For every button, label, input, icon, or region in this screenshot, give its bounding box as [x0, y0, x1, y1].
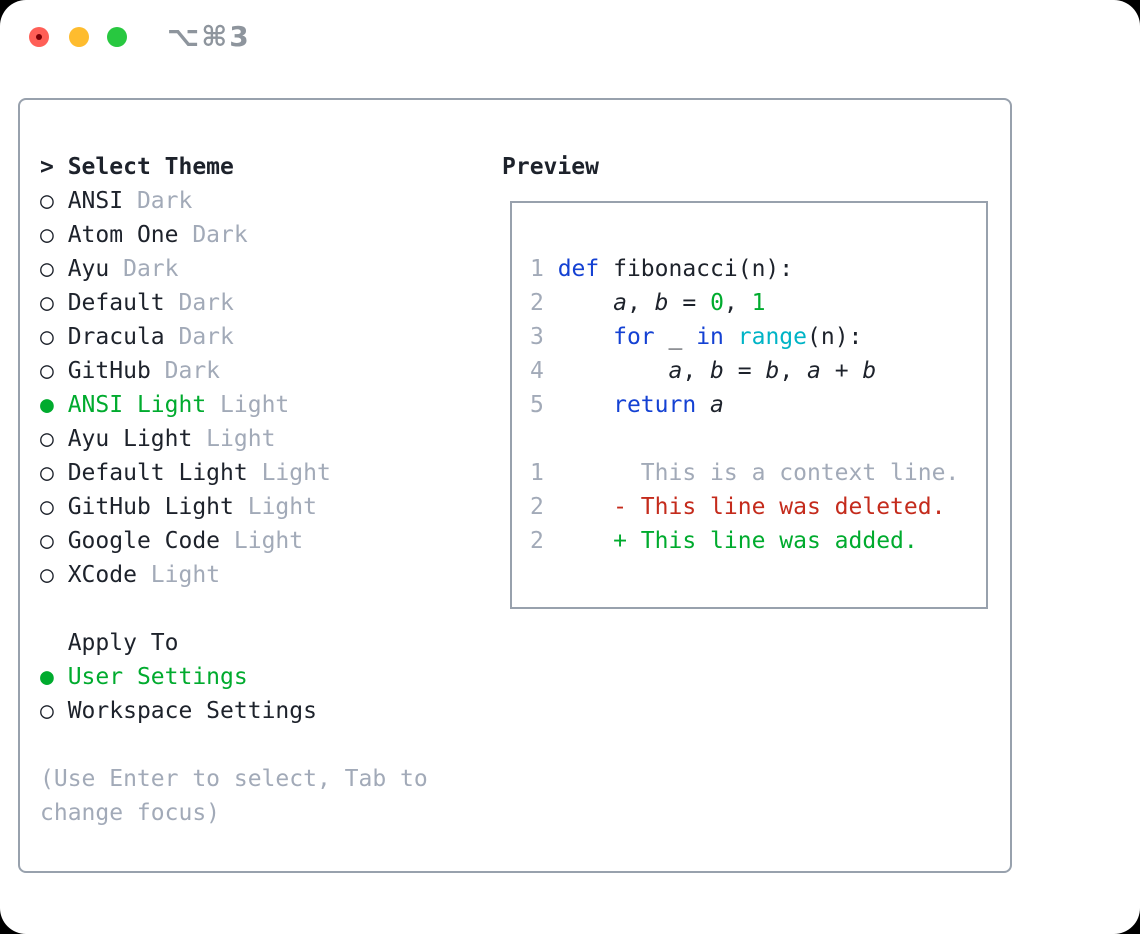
- theme-name: GitHub Light: [67, 494, 234, 520]
- preview-heading: Preview: [502, 154, 599, 180]
- zoom-icon[interactable]: [107, 27, 127, 47]
- theme-name: Google Code: [67, 528, 221, 554]
- theme-variant: Dark: [164, 290, 234, 316]
- apply-option[interactable]: ○ Workspace Settings: [40, 694, 428, 728]
- radio-icon: ○: [40, 222, 68, 248]
- focus-caret-icon: >: [40, 154, 68, 180]
- theme-variant: Light: [206, 392, 290, 418]
- apply-to-title: Apply To: [40, 630, 179, 656]
- theme-variant: Light: [220, 528, 304, 554]
- spacer-row: [40, 728, 428, 762]
- code-line: 4 a, b = b, a + b: [530, 358, 877, 384]
- theme-name: Default Light: [67, 460, 248, 486]
- theme-list-title: Select Theme: [67, 154, 234, 180]
- theme-option[interactable]: ○ GitHub Dark: [40, 354, 428, 388]
- line-number: 5: [530, 392, 558, 418]
- code-line: 2 a, b = 0, 1: [530, 290, 766, 316]
- radio-icon: ○: [40, 256, 68, 282]
- line-number: [530, 426, 558, 452]
- code-line: 1 This is a context line.: [530, 460, 960, 486]
- radio-icon: ●: [40, 664, 68, 690]
- radio-icon: ○: [40, 358, 68, 384]
- apply-to-header: Apply To: [40, 626, 428, 660]
- theme-option[interactable]: ○ Dracula Dark: [40, 320, 428, 354]
- radio-icon: ○: [40, 188, 68, 214]
- code-line: 1 def fibonacci(n):: [530, 256, 794, 282]
- line-number: 3: [530, 324, 558, 350]
- hint-text: (Use Enter to select, Tab to: [40, 766, 428, 792]
- theme-option[interactable]: ● ANSI Light Light: [40, 388, 428, 422]
- theme-option[interactable]: ○ Default Dark: [40, 286, 428, 320]
- radio-icon: ○: [40, 324, 68, 350]
- theme-variant: Dark: [178, 222, 248, 248]
- theme-list-header: > Select Theme: [40, 150, 428, 184]
- theme-name: Default: [67, 290, 165, 316]
- apply-option[interactable]: ● User Settings: [40, 660, 428, 694]
- radio-icon: ●: [40, 392, 68, 418]
- theme-name: Dracula: [67, 324, 165, 350]
- code-line: 5 return a: [530, 392, 724, 418]
- theme-selector-panel: > Select Theme○ ANSI Dark○ Atom One Dark…: [18, 98, 1012, 873]
- theme-option[interactable]: ○ ANSI Dark: [40, 184, 428, 218]
- line-number: 4: [530, 358, 558, 384]
- radio-icon: ○: [40, 494, 68, 520]
- theme-name: ANSI Light: [67, 392, 207, 418]
- theme-variant: Dark: [150, 358, 221, 384]
- minimize-icon[interactable]: [69, 27, 89, 47]
- theme-variant: Light: [136, 562, 221, 588]
- theme-option[interactable]: ○ Ayu Light Light: [40, 422, 428, 456]
- theme-name: ANSI: [67, 188, 124, 214]
- radio-icon: ○: [40, 290, 68, 316]
- theme-variant: Light: [247, 460, 331, 486]
- theme-option[interactable]: ○ Ayu Dark: [40, 252, 428, 286]
- window-title: ⌥⌘3: [167, 20, 251, 53]
- code-line: 3 for _ in range(n):: [530, 324, 863, 350]
- line-number: 2: [530, 494, 558, 520]
- close-icon[interactable]: [29, 27, 49, 47]
- theme-option[interactable]: ○ Google Code Light: [40, 524, 428, 558]
- theme-variant: Dark: [164, 324, 234, 350]
- code-line: 2 + This line was added.: [530, 528, 918, 554]
- theme-name: Ayu Light: [67, 426, 193, 452]
- theme-option[interactable]: ○ Default Light Light: [40, 456, 428, 490]
- theme-name: Ayu: [67, 256, 110, 282]
- theme-option[interactable]: ○ GitHub Light Light: [40, 490, 428, 524]
- line-number: 1: [530, 460, 558, 486]
- theme-name: Atom One: [67, 222, 179, 248]
- hint-text: change focus): [40, 800, 221, 826]
- theme-variant: Dark: [109, 256, 179, 282]
- theme-variant: Light: [233, 494, 317, 520]
- spacer-row: [40, 592, 428, 626]
- radio-icon: ○: [40, 460, 68, 486]
- line-number: 2: [530, 290, 558, 316]
- theme-name: GitHub: [67, 358, 151, 384]
- line-number: 2: [530, 528, 558, 554]
- radio-icon: ○: [40, 562, 68, 588]
- radio-icon: ○: [40, 698, 68, 724]
- code-line: [530, 422, 986, 456]
- theme-variant: Dark: [123, 188, 193, 214]
- theme-option[interactable]: ○ Atom One Dark: [40, 218, 428, 252]
- theme-option[interactable]: ○ XCode Light: [40, 558, 428, 592]
- theme-variant: Light: [192, 426, 276, 452]
- line-number: 1: [530, 256, 558, 282]
- radio-icon: ○: [40, 528, 68, 554]
- theme-name: XCode: [67, 562, 137, 588]
- code-line: 2 - This line was deleted.: [530, 494, 946, 520]
- radio-icon: ○: [40, 426, 68, 452]
- theme-list: > Select Theme○ ANSI Dark○ Atom One Dark…: [40, 150, 428, 830]
- preview-pane: 1 def fibonacci(n): 2 a, b = 0, 1 3 for _ …: [510, 201, 988, 609]
- apply-option-label: Workspace Settings: [67, 698, 317, 724]
- apply-option-label: User Settings: [67, 664, 248, 690]
- code-preview: 1 def fibonacci(n): 2 a, b = 0, 1 3 for _ …: [512, 203, 986, 558]
